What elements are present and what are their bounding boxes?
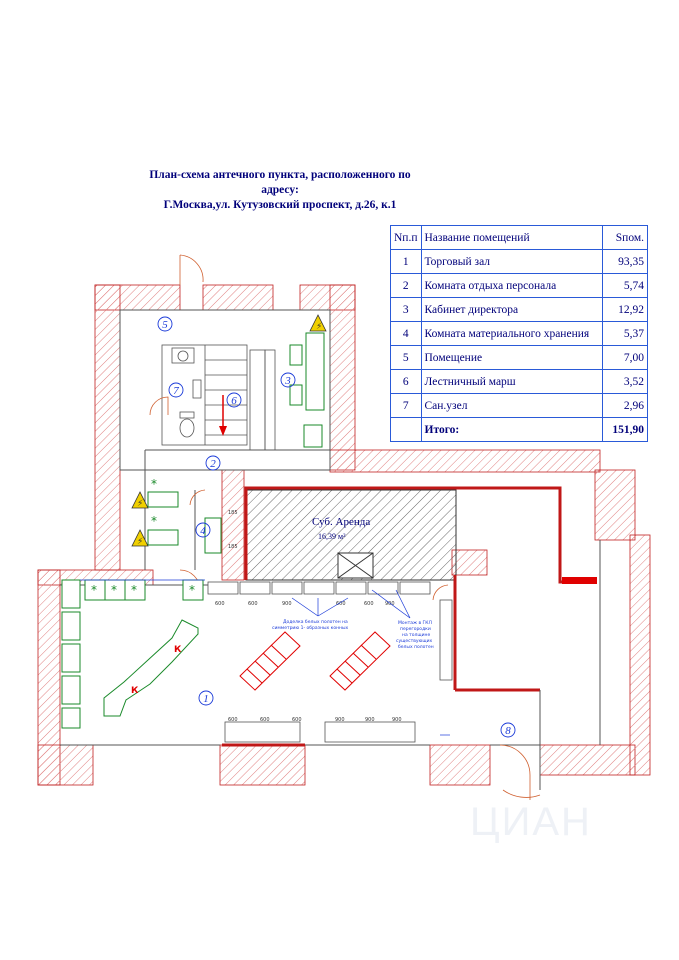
dim-label: 900 — [282, 601, 292, 607]
shelf-mark: * — [189, 583, 195, 597]
row-area: 3,52 — [602, 369, 648, 394]
title-line-2: адресу: — [261, 184, 299, 196]
display-row — [207, 581, 453, 743]
wall-shelves — [61, 579, 204, 729]
warning-sign-icon: ⚡ — [131, 491, 149, 509]
header-area: Sпом. — [602, 225, 648, 250]
sublease-label: Суб. Аренда — [312, 516, 370, 528]
total-num — [390, 417, 422, 442]
row-name: Сан.узел — [420, 393, 603, 418]
shelf-mark: * — [111, 583, 117, 597]
row-area: 12,92 — [602, 297, 648, 322]
notes: Доделка белых полотен на симметрию 1- об… — [272, 619, 434, 650]
total-area: 151,90 — [602, 417, 648, 442]
room-marker: 6 — [231, 395, 237, 407]
dim-label: 900 — [392, 717, 402, 723]
row-num: 3 — [390, 297, 422, 322]
sublease-area-value: 16,39 м² — [318, 532, 346, 541]
wc-fixtures — [171, 347, 195, 438]
shelf-marks: * * * * * * — [91, 477, 195, 597]
row-num: 6 — [390, 369, 422, 394]
dim-label: 185 — [228, 544, 238, 550]
room-marker-labels: 1 2 3 4 5 6 7 8 — [162, 319, 511, 737]
header-name: Название помещений — [420, 225, 603, 250]
room-marker: 3 — [284, 375, 291, 387]
shelf-mark: * — [131, 583, 137, 597]
warning-sign-icon: ⚡ — [309, 314, 327, 332]
dim-label: 185 — [228, 510, 238, 516]
counter-mark: К — [131, 686, 139, 696]
note-text: Монтаж в ГКЛ — [398, 620, 432, 626]
row-name: Кабинет директора — [420, 297, 603, 322]
display-stand-1 — [239, 631, 301, 691]
svg-text:⚡: ⚡ — [137, 499, 143, 509]
dim-label: 600 — [260, 717, 270, 723]
title-line-1: План-схема антечного пункта, расположенн… — [149, 169, 411, 181]
note-text: белых полотен — [398, 644, 434, 650]
room-marker: 1 — [203, 693, 209, 705]
display-stand-2 — [329, 631, 391, 691]
shelf-mark: * — [151, 477, 157, 491]
table-total-row: Итого:151,90 — [390, 417, 648, 442]
note-text: на толщине — [402, 633, 430, 638]
row-num: 1 — [390, 249, 422, 274]
plan-title: План-схема антечного пункта, расположенн… — [100, 168, 460, 213]
svg-text:⚡: ⚡ — [137, 537, 143, 547]
director-furniture — [289, 332, 325, 448]
red-block — [562, 577, 597, 584]
row-area: 7,00 — [602, 345, 648, 370]
table-header-row: Nп.п Название помещений Sпом. — [390, 225, 648, 250]
counter-mark: К — [174, 645, 182, 655]
counter-left — [103, 619, 199, 717]
room-marker: 2 — [210, 458, 216, 470]
dim-label: 600 — [292, 717, 302, 723]
room-marker: 8 — [505, 725, 511, 737]
dimensions: 600 600 900 600 600 900 600 600 600 900 … — [215, 510, 402, 723]
dim-label: 600 — [228, 717, 238, 723]
note-arrows — [291, 589, 411, 619]
row-name: Торговый зал — [420, 249, 603, 274]
shelf-mark: * — [91, 583, 97, 597]
dim-label: 900 — [365, 717, 375, 723]
title-line-3: Г.Москва,ул. Кутузовский проспект, д.26,… — [163, 199, 397, 211]
floor-guides — [80, 579, 450, 736]
room-marker: 7 — [173, 385, 179, 397]
dim-label: 600 — [248, 601, 258, 607]
dim-label: 600 — [364, 601, 374, 607]
note-text: существующих — [396, 639, 433, 644]
room-marker: 4 — [200, 525, 206, 537]
row-name: Комната материального хранения — [420, 321, 603, 346]
watermark: ЦИАН — [470, 800, 592, 844]
dim-label: 600 — [215, 601, 225, 607]
svg-text:⚡: ⚡ — [316, 322, 322, 332]
room-markers — [157, 316, 516, 738]
dim-label: 600 — [336, 601, 346, 607]
note-text: Доделка белых полотен на — [283, 619, 348, 625]
dim-label: 900 — [335, 717, 345, 723]
note-text: перегородки — [400, 627, 431, 632]
stairs-arrow — [219, 395, 227, 436]
total-label: Итого: — [420, 417, 603, 442]
counter-marks: К К — [131, 645, 182, 696]
note-text: симметрию 1- образных конных — [272, 625, 349, 631]
storage-furniture — [147, 491, 222, 554]
row-area: 5,37 — [602, 321, 648, 346]
shelf-mark: * — [151, 514, 157, 528]
row-area: 5,74 — [602, 273, 648, 298]
dim-label: 900 — [385, 601, 395, 607]
row-area: 93,35 — [602, 249, 648, 274]
staircase — [161, 344, 276, 451]
room-marker: 5 — [162, 319, 168, 331]
warning-sign-icon: ⚡ — [131, 529, 149, 547]
sublease-area — [245, 489, 457, 581]
